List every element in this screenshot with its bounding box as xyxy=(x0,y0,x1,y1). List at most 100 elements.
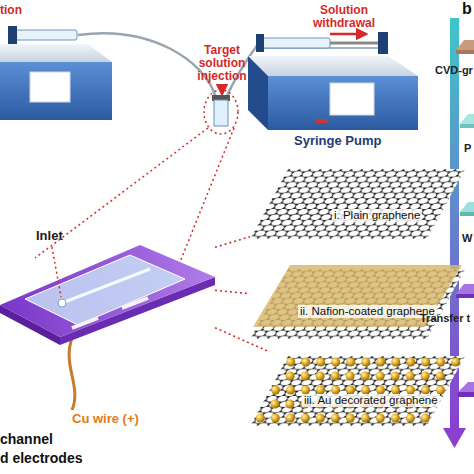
layer-slab xyxy=(456,284,474,294)
gold-nanoparticle xyxy=(436,372,445,381)
process-step: Transfer t xyxy=(418,282,474,328)
layer-slab-side xyxy=(460,212,474,216)
electrode xyxy=(72,318,98,328)
graphene-lattice xyxy=(250,356,465,426)
gold-nanoparticle xyxy=(451,358,460,367)
panel-letter: b xyxy=(462,0,474,18)
gold-nanoparticle xyxy=(271,414,280,423)
substrate-slab xyxy=(458,382,474,392)
node-text: W xyxy=(462,232,472,244)
gold-nanoparticle xyxy=(301,372,310,381)
gold-nanoparticle xyxy=(376,414,385,423)
leader-line xyxy=(215,237,250,248)
flow-arrow-head xyxy=(443,428,466,448)
node-outline xyxy=(250,165,465,243)
gold-nanoparticle xyxy=(391,414,400,423)
gold-nanoparticle xyxy=(301,358,310,367)
pump-top xyxy=(248,56,418,76)
gold-nanoparticle xyxy=(271,386,280,395)
pump-screen xyxy=(30,72,70,102)
fluid-channel xyxy=(62,269,150,303)
gold-nanoparticle xyxy=(421,358,430,367)
gold-nanoparticle xyxy=(285,400,294,409)
zoom-circle xyxy=(204,90,238,134)
inlet-port xyxy=(58,299,66,307)
layer-slab xyxy=(460,202,474,212)
cropped-caption: channel xyxy=(0,432,120,447)
gold-nanoparticle xyxy=(256,414,265,423)
gold-nanoparticle xyxy=(391,358,400,367)
wire-label: Cu wire (+) xyxy=(72,412,182,426)
syringe-pump: Syringe Pump xyxy=(238,28,423,153)
graphene-panel: ii. Nafion-coated graphene xyxy=(250,265,465,343)
gold-nanoparticle xyxy=(406,358,415,367)
gold-nanoparticle xyxy=(346,414,355,423)
leader-line xyxy=(215,290,250,293)
syringe-holder xyxy=(8,26,17,44)
gold-nanoparticle xyxy=(421,372,430,381)
node-outline xyxy=(250,265,465,343)
gold-nanoparticle xyxy=(331,414,340,423)
gold-nanoparticle xyxy=(316,358,325,367)
node-text: Inlet xyxy=(36,229,63,243)
gold-nanoparticle xyxy=(286,372,295,381)
node-text: i. Plain graphene xyxy=(332,209,422,222)
node-text: Transfer t xyxy=(420,312,470,324)
gold-nanoparticle xyxy=(436,358,445,367)
panel-base xyxy=(250,356,465,426)
gold-nanoparticle xyxy=(331,358,340,367)
gold-nanoparticle xyxy=(376,358,385,367)
withdrawal-arrow xyxy=(330,33,366,36)
layer-slab xyxy=(456,40,474,50)
electrode xyxy=(122,298,148,308)
gold-nanoparticle xyxy=(286,414,295,423)
pump-body xyxy=(0,62,112,120)
node-text: Syringe Pump xyxy=(294,134,381,148)
pump-body xyxy=(268,76,418,130)
graphene-panel: iii. Au decorated graphene xyxy=(250,352,465,430)
gold-nanoparticle xyxy=(286,386,295,395)
gold-nanoparticle xyxy=(376,372,385,381)
pump-side xyxy=(248,56,268,130)
plunger-rod xyxy=(330,42,378,45)
syringe xyxy=(260,38,330,48)
panel-base xyxy=(250,169,465,239)
process-step: CVD-gr xyxy=(435,38,474,80)
leader-line xyxy=(215,328,270,352)
gold-nanoparticle xyxy=(270,400,279,409)
layer-slab xyxy=(460,114,474,124)
chip-substrate xyxy=(0,245,215,337)
gold-nanoparticle xyxy=(301,414,310,423)
layer-slab-side xyxy=(456,50,474,54)
substrate-side xyxy=(458,392,474,397)
copper-wire xyxy=(69,338,75,410)
node-outline xyxy=(0,215,215,345)
step-label: Solution withdrawal xyxy=(306,4,382,30)
gold-nanoparticle xyxy=(346,372,355,381)
process-step: W xyxy=(460,200,474,248)
tubing xyxy=(78,33,216,98)
vial xyxy=(214,100,228,126)
inlet-pointer xyxy=(52,247,61,297)
gold-nanoparticle xyxy=(406,414,415,423)
gold-nanoparticle xyxy=(421,414,430,423)
syringe xyxy=(15,30,77,40)
gold-nanoparticle xyxy=(361,372,370,381)
process-step: P xyxy=(460,112,474,158)
graphene-panel: i. Plain graphene xyxy=(250,165,465,243)
syringe-holder xyxy=(256,34,264,52)
microfluidic-chip: Inlet xyxy=(0,215,215,345)
node-text: P xyxy=(464,142,471,154)
zoom-line xyxy=(180,128,234,262)
gold-nanoparticle xyxy=(391,372,400,381)
pump-logo xyxy=(316,119,328,123)
node-outline xyxy=(250,352,465,430)
plunger-holder xyxy=(378,32,388,54)
gold-nanoparticle xyxy=(286,358,295,367)
layer-slab-side xyxy=(456,294,474,298)
gold-nanoparticle xyxy=(406,372,415,381)
graphene-lattice xyxy=(250,169,465,239)
gold-nanoparticle xyxy=(361,358,370,367)
